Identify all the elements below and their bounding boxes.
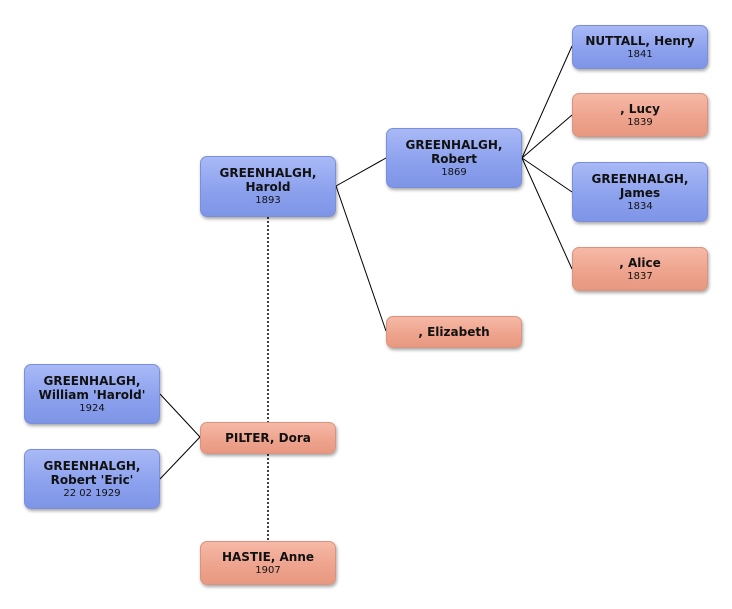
person-year: 1893: [255, 195, 281, 206]
person-year: 22 02 1929: [63, 487, 121, 499]
connector-dora-william: [159, 393, 201, 438]
person-name: , Alice: [619, 255, 661, 270]
connector-robert-lucy: [521, 114, 573, 159]
person-name: PILTER, Dora: [225, 431, 311, 445]
person-year: 1834: [627, 200, 653, 212]
person-name: GREENHALGH, Robert 'Eric': [43, 458, 141, 487]
person-year: 1907: [255, 564, 281, 576]
connector-harold-robert: [335, 157, 387, 187]
connector-dora-robert-eric: [159, 436, 201, 480]
person-year: 1869: [441, 166, 467, 178]
person-dora-pilter[interactable]: PILTER, Dora: [200, 422, 336, 454]
person-year: 1837: [627, 270, 653, 282]
person-name: GREENHALGH, Harold: [219, 166, 317, 194]
person-harold-greenhalgh[interactable]: GREENHALGH, Harold 1893: [200, 156, 336, 217]
person-name: , Lucy: [620, 101, 660, 116]
person-anne-hastie[interactable]: HASTIE, Anne 1907: [200, 541, 336, 585]
person-name: GREENHALGH, Robert: [405, 137, 503, 166]
connector-robert-henry: [521, 45, 573, 159]
person-year: 1924: [79, 402, 105, 414]
person-henry-nuttall[interactable]: NUTTALL, Henry 1841: [572, 25, 708, 69]
person-lucy[interactable]: , Lucy 1839: [572, 93, 708, 137]
connector-robert-james: [521, 157, 573, 193]
person-alice[interactable]: , Alice 1837: [572, 247, 708, 291]
person-name: HASTIE, Anne: [221, 549, 315, 564]
person-james-greenhalgh[interactable]: GREENHALGH, James 1834: [572, 162, 708, 222]
person-william-harold-greenhalgh[interactable]: GREENHALGH, William 'Harold' 1924: [24, 364, 160, 424]
person-name: GREENHALGH, William 'Harold': [38, 373, 146, 402]
connector-harold-elizabeth: [335, 185, 387, 332]
person-year: 1839: [627, 116, 653, 128]
person-name: GREENHALGH, James: [591, 171, 689, 200]
person-robert-greenhalgh[interactable]: GREENHALGH, Robert 1869: [386, 128, 522, 188]
person-name: , Elizabeth: [418, 325, 490, 339]
person-robert-eric-greenhalgh[interactable]: GREENHALGH, Robert 'Eric' 22 02 1929: [24, 449, 160, 509]
person-elizabeth[interactable]: , Elizabeth: [386, 316, 522, 348]
person-name: NUTTALL, Henry: [585, 33, 695, 48]
person-year: 1841: [627, 48, 653, 60]
connector-robert-alice: [521, 157, 573, 270]
